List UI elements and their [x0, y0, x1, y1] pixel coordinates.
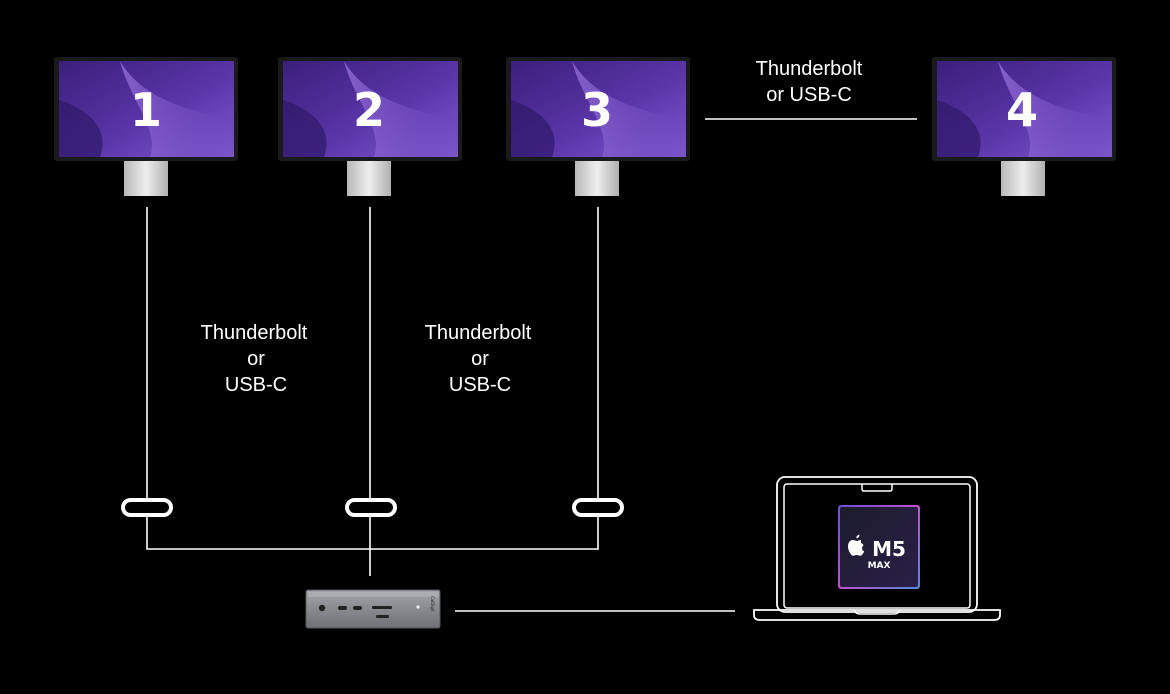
top-connection-label-line2: or USB-C [766, 84, 852, 106]
monitor-1-stand [124, 161, 168, 196]
left-connection-label-line2: or [247, 348, 265, 370]
middle-connection-label-line3: USB-C [449, 374, 511, 396]
dock-brand-label: CalDigit [430, 596, 435, 612]
chip-name: M5 [872, 537, 906, 561]
usb-c-port-icon [345, 498, 397, 517]
monitor-4: 4 [932, 57, 1116, 196]
cable-bus-to-dock [146, 516, 599, 550]
usb-c-port-icon [121, 498, 173, 517]
dock-status-led-icon [416, 605, 420, 609]
m5-max-chip: M5 MAX [838, 505, 920, 589]
laptop-screen [783, 483, 971, 609]
thunderbolt-dock: CalDigit [305, 589, 441, 629]
monitor-3: 3 [506, 57, 690, 196]
left-connection-label-line1: Thunderbolt [201, 322, 308, 344]
chip-tier: MAX [868, 561, 891, 571]
usb-c-connectors [121, 498, 624, 517]
dock-usb-c-port-icon [338, 606, 347, 610]
monitor-2: 2 [278, 57, 462, 196]
dock-usb-c-port-icon [353, 606, 362, 610]
middle-connection-label-line2: or [471, 348, 489, 370]
left-connection-label-line3: USB-C [225, 374, 287, 396]
monitor-1: 1 [54, 57, 238, 196]
macbook-laptop: M5 MAX [753, 476, 1001, 621]
monitor-1-number: 1 [130, 83, 162, 137]
usb-c-port-icon [572, 498, 624, 517]
cables [146, 118, 917, 612]
apple-logo-icon [848, 534, 865, 556]
sd-card-slot-icon [372, 606, 392, 609]
monitor-3-stand [575, 161, 619, 196]
monitor-4-stand [1001, 161, 1045, 196]
monitor-4-number: 4 [1006, 83, 1038, 137]
audio-jack-icon [318, 604, 326, 612]
monitor-2-number: 2 [353, 83, 385, 137]
laptop-notch [861, 484, 893, 492]
microsd-slot-icon [376, 615, 389, 618]
laptop-base [753, 609, 1001, 621]
top-connection-label-line1: Thunderbolt [756, 58, 863, 80]
middle-connection-label-line1: Thunderbolt [425, 322, 532, 344]
laptop-trackpad-notch [854, 609, 900, 615]
monitor-3-number: 3 [581, 83, 613, 137]
monitor-2-stand [347, 161, 391, 196]
